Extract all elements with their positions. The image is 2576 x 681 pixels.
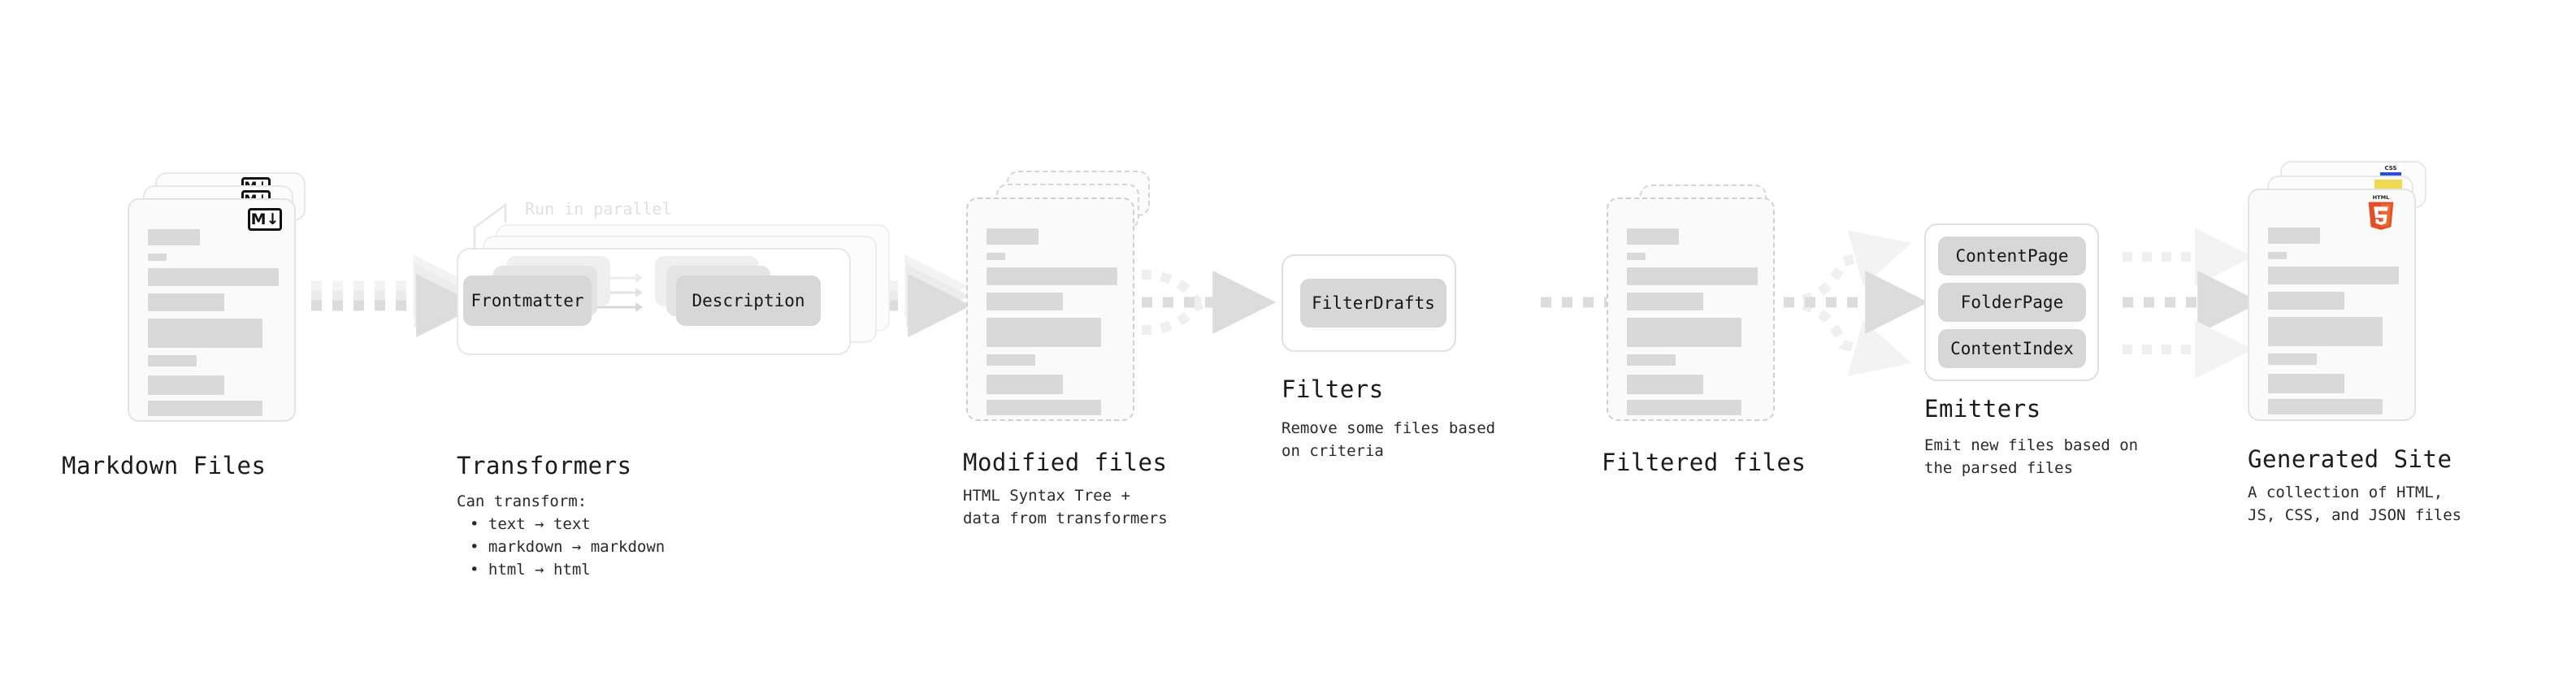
- doc-bar: [987, 375, 1063, 394]
- svg-text:HTML: HTML: [2373, 194, 2390, 201]
- doc-bar: [987, 400, 1101, 415]
- emitters-subtitle-line-0: Emit new files based on: [1924, 436, 2139, 454]
- stage-title-transformers: Transformers: [457, 452, 632, 479]
- run-in-parallel-bracket: [473, 202, 507, 250]
- stage-title-generated-site: Generated Site: [2248, 445, 2452, 473]
- markdown-badge-icon: M↓: [248, 208, 282, 231]
- html5-badge-icon: HTML: [2368, 194, 2394, 230]
- stage-title-emitters: Emitters: [1924, 395, 2041, 423]
- doc-bar: [148, 401, 262, 416]
- emitters-subtitle-line-1: the parsed files: [1924, 459, 2074, 477]
- doc-bar: [148, 355, 197, 367]
- doc-bar: [1627, 318, 1741, 347]
- doc-bar: [148, 229, 200, 245]
- doc-bar: [2268, 292, 2344, 310]
- transformers-subtitle-line-0: Can transform:: [457, 492, 588, 510]
- modified-subtitle-line-1: data from transformers: [963, 510, 1168, 527]
- stage-title-filtered-files: Filtered files: [1602, 449, 1806, 476]
- doc-bar: [2268, 374, 2344, 393]
- stage-title-filters: Filters: [1281, 375, 1384, 403]
- chip-contentpage[interactable]: ContentPage: [1938, 236, 2086, 275]
- doc-bar: [2268, 267, 2399, 284]
- modified-document-card: [966, 197, 1134, 421]
- doc-bar: [2268, 317, 2383, 346]
- stage-title-modified-files: Modified files: [963, 449, 1168, 476]
- doc-bar: [2268, 354, 2317, 365]
- chip-folderpage[interactable]: FolderPage: [1938, 283, 2086, 322]
- doc-bar: [148, 319, 262, 348]
- doc-bar: [987, 267, 1117, 285]
- arrow-emitters-to-site: [2123, 228, 2262, 379]
- doc-bar: [2268, 252, 2287, 259]
- modified-subtitle-line-0: HTML Syntax Tree +: [963, 487, 1130, 505]
- arrow-modified-to-filters: [1141, 270, 1277, 335]
- doc-bar: [987, 318, 1101, 347]
- transformers-subtitle-line-2: • markdown → markdown: [470, 538, 666, 556]
- filters-subtitle-line-0: Remove some files based: [1281, 419, 1496, 437]
- arrow-markdown-to-transformers: [311, 254, 480, 337]
- doc-bar: [148, 293, 224, 311]
- doc-bar: [148, 375, 224, 395]
- run-in-parallel-label: Run in parallel: [525, 199, 672, 219]
- doc-bar: [1627, 293, 1703, 310]
- doc-bar: [987, 293, 1063, 310]
- doc-bar: [2268, 399, 2383, 414]
- doc-bar: [987, 354, 1035, 366]
- doc-bar: [148, 268, 279, 286]
- chip-description[interactable]: Description: [676, 275, 821, 326]
- doc-bar: [1627, 400, 1741, 415]
- transformers-subtitle-line-3: • html → html: [470, 561, 591, 579]
- markdown-document-card: [128, 198, 296, 422]
- site-subtitle-line-1: JS, CSS, and JSON files: [2248, 506, 2462, 524]
- doc-bar: [987, 253, 1005, 260]
- doc-bar: [987, 228, 1039, 245]
- chip-contentindex[interactable]: ContentIndex: [1938, 329, 2086, 368]
- filters-subtitle-line-1: on criteria: [1281, 442, 1384, 460]
- generated-site-document-card: [2248, 189, 2416, 421]
- doc-bar: [2268, 228, 2320, 244]
- doc-bar: [1627, 253, 1646, 260]
- doc-bar: [1627, 228, 1679, 245]
- doc-bar: [148, 254, 167, 261]
- doc-bar: [1627, 375, 1703, 394]
- arrow-filtered-to-emitters: [1783, 230, 1929, 376]
- chip-filterdrafts[interactable]: FilterDrafts: [1300, 279, 1446, 327]
- filtered-document-card: [1607, 197, 1775, 421]
- site-subtitle-line-0: A collection of HTML,: [2248, 484, 2444, 501]
- doc-bar: [1627, 267, 1758, 285]
- transformers-subtitle-line-1: • text → text: [470, 515, 591, 533]
- chip-frontmatter[interactable]: Frontmatter: [463, 275, 592, 326]
- stage-title-markdown-files: Markdown Files: [62, 452, 267, 479]
- doc-bar: [1627, 354, 1676, 366]
